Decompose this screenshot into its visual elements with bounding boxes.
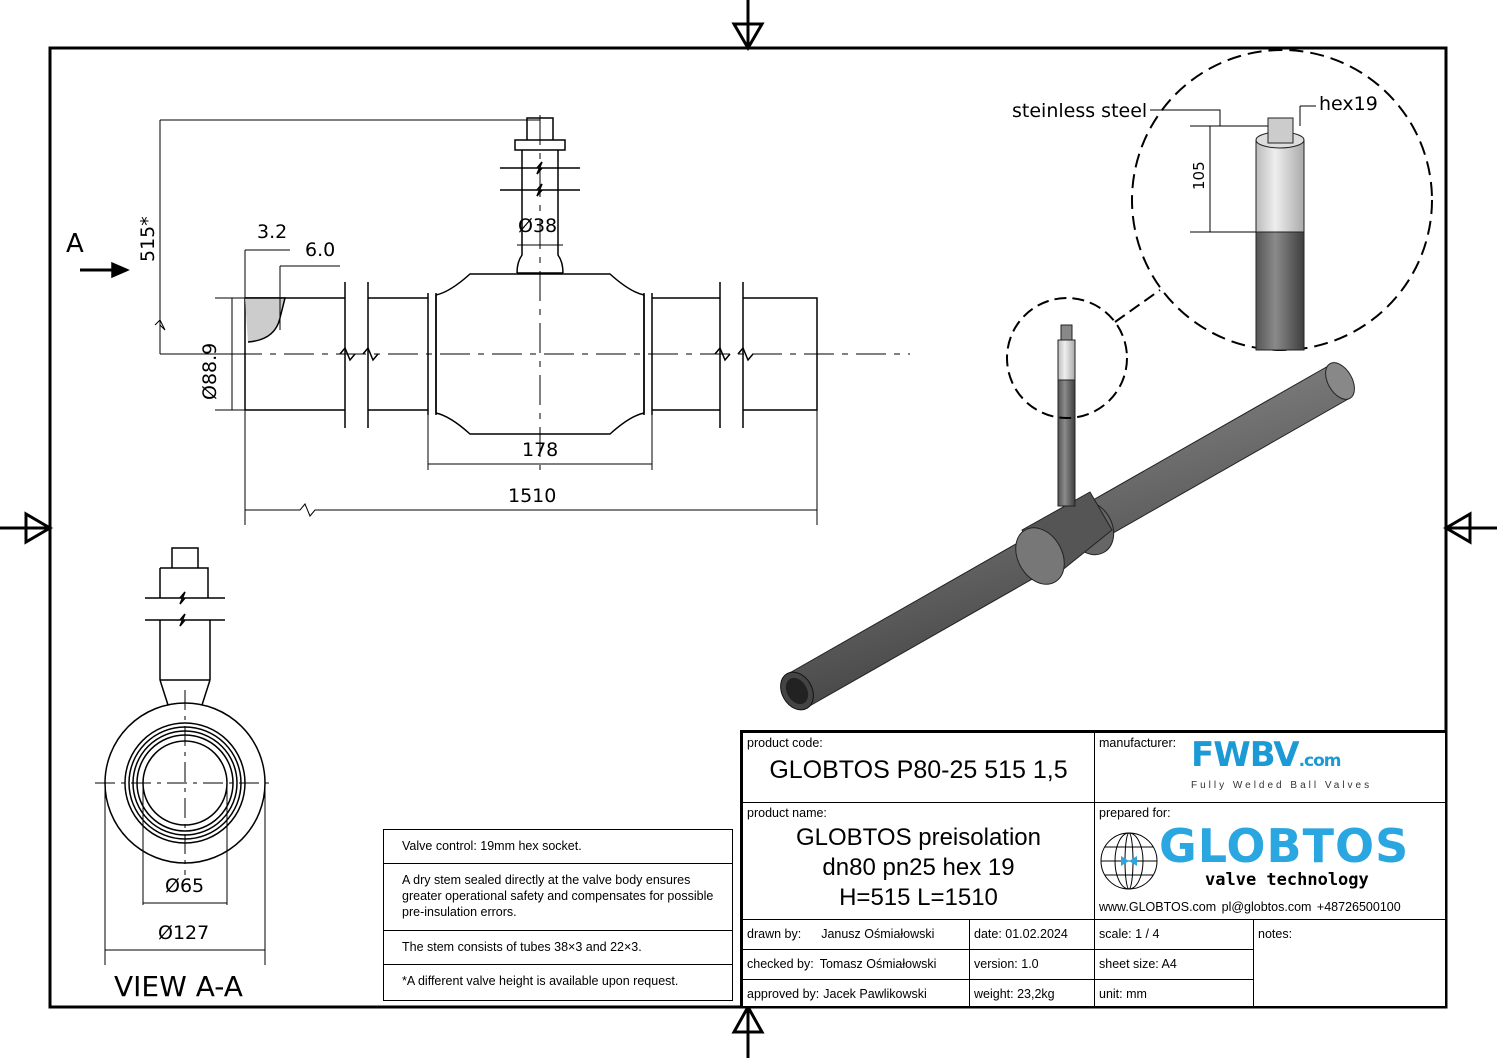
prepared-for-label: prepared for: bbox=[1099, 806, 1171, 820]
sheet-size-cell: sheet size: A4 bbox=[1094, 949, 1254, 980]
scale-cell: scale: 1 / 4 bbox=[1094, 919, 1254, 950]
dim-bevel: 6.0 bbox=[305, 239, 335, 261]
manufacturer-logo: FWBV.com bbox=[1191, 735, 1342, 780]
dim-stem-diameter: Ø38 bbox=[518, 215, 557, 237]
globe-icon bbox=[1100, 832, 1158, 890]
checked-by-label: checked by: bbox=[747, 957, 814, 971]
sheet-size: sheet size: A4 bbox=[1099, 957, 1177, 971]
unit: unit: mm bbox=[1099, 987, 1147, 1001]
product-name-cell: product name: GLOBTOS preisolation dn80 … bbox=[742, 802, 1095, 920]
view-label: VIEW A-A bbox=[114, 970, 243, 1003]
product-name-line: dn80 pn25 hex 19 bbox=[822, 854, 1015, 881]
manufacturer-cell: manufacturer: FWBV.com Fully Welded Ball… bbox=[1094, 732, 1447, 803]
version: version: 1.0 bbox=[974, 957, 1039, 971]
checked-by: Tomasz Ośmiałowski bbox=[819, 957, 937, 971]
dim-inner-diameter: Ø65 bbox=[165, 875, 204, 897]
approved-by: Jacek Pawlikowski bbox=[823, 987, 927, 1001]
product-name-label: product name: bbox=[747, 806, 827, 820]
manufacturer-label: manufacturer: bbox=[1099, 736, 1177, 750]
dim-height: 515* bbox=[137, 216, 159, 262]
section-marker: A bbox=[66, 229, 84, 259]
callout-material: steinless steel bbox=[1012, 100, 1147, 122]
client-logo: GLOBTOS bbox=[1159, 819, 1410, 873]
dim-pipe-diameter: Ø88.9 bbox=[199, 343, 221, 400]
checked-by-cell: checked by: Tomasz Ośmiałowski bbox=[742, 949, 970, 980]
product-code: GLOBTOS P80-25 515 1,5 bbox=[769, 756, 1068, 784]
title-block: product code: GLOBTOS P80-25 515 1,5 man… bbox=[740, 730, 1447, 1008]
product-name-line: H=515 L=1510 bbox=[839, 884, 998, 911]
callout-hex: hex19 bbox=[1319, 93, 1378, 115]
notes-box: Valve control: 19mm hex socket. A dry st… bbox=[383, 829, 733, 1001]
date-cell: date: 01.02.2024 bbox=[969, 919, 1095, 950]
manufacturer-tagline: Fully Welded Ball Valves bbox=[1191, 780, 1373, 791]
drawn-by: Janusz Ośmiałowski bbox=[821, 927, 935, 941]
prepared-for-cell: prepared for: GLOBTOS valve technology w… bbox=[1094, 802, 1447, 920]
dim-outer-diameter: Ø127 bbox=[158, 922, 209, 944]
client-contact: www.GLOBTOS.com pl@globtos.com +48726500… bbox=[1099, 900, 1401, 914]
dim-wall: 3.2 bbox=[257, 221, 287, 243]
dim-total-length: 1510 bbox=[508, 485, 556, 507]
weight-cell: weight: 23,2kg bbox=[969, 979, 1095, 1008]
scale: scale: 1 / 4 bbox=[1099, 927, 1160, 941]
product-code-label: product code: bbox=[747, 736, 823, 750]
client-tagline: valve technology bbox=[1205, 870, 1369, 890]
note-item: A dry stem sealed directly at the valve … bbox=[384, 864, 732, 931]
version-cell: version: 1.0 bbox=[969, 949, 1095, 980]
unit-cell: unit: mm bbox=[1094, 979, 1254, 1008]
note-item: *A different valve height is available u… bbox=[402, 974, 679, 988]
drawn-by-label: drawn by: bbox=[747, 927, 802, 941]
front-view bbox=[80, 115, 910, 525]
date: date: 01.02.2024 bbox=[974, 927, 1068, 941]
isometric-view bbox=[780, 49, 1433, 711]
dim-body-length: 178 bbox=[522, 439, 558, 461]
manufacturer-logo-suffix: .com bbox=[1298, 751, 1342, 771]
notes-label: notes: bbox=[1258, 927, 1293, 941]
note-item: The stem consists of tubes 38×3 and 22×3… bbox=[384, 931, 732, 965]
weight: weight: 23,2kg bbox=[974, 987, 1055, 1001]
note-item: Valve control: 19mm hex socket. bbox=[384, 830, 732, 864]
notes-cell: notes: bbox=[1253, 919, 1447, 1008]
approved-by-cell: approved by:Jacek Pawlikowski bbox=[742, 979, 970, 1008]
drawn-by-cell: drawn by: Janusz Ośmiałowski bbox=[742, 919, 970, 950]
side-view bbox=[95, 547, 275, 965]
dim-stem-top: 105 bbox=[1190, 161, 1208, 190]
approved-by-label: approved by: bbox=[747, 987, 820, 1001]
product-name-line: GLOBTOS preisolation bbox=[795, 824, 1041, 851]
manufacturer-logo-text: FWBV bbox=[1191, 735, 1300, 775]
product-code-cell: product code: GLOBTOS P80-25 515 1,5 bbox=[742, 732, 1095, 803]
